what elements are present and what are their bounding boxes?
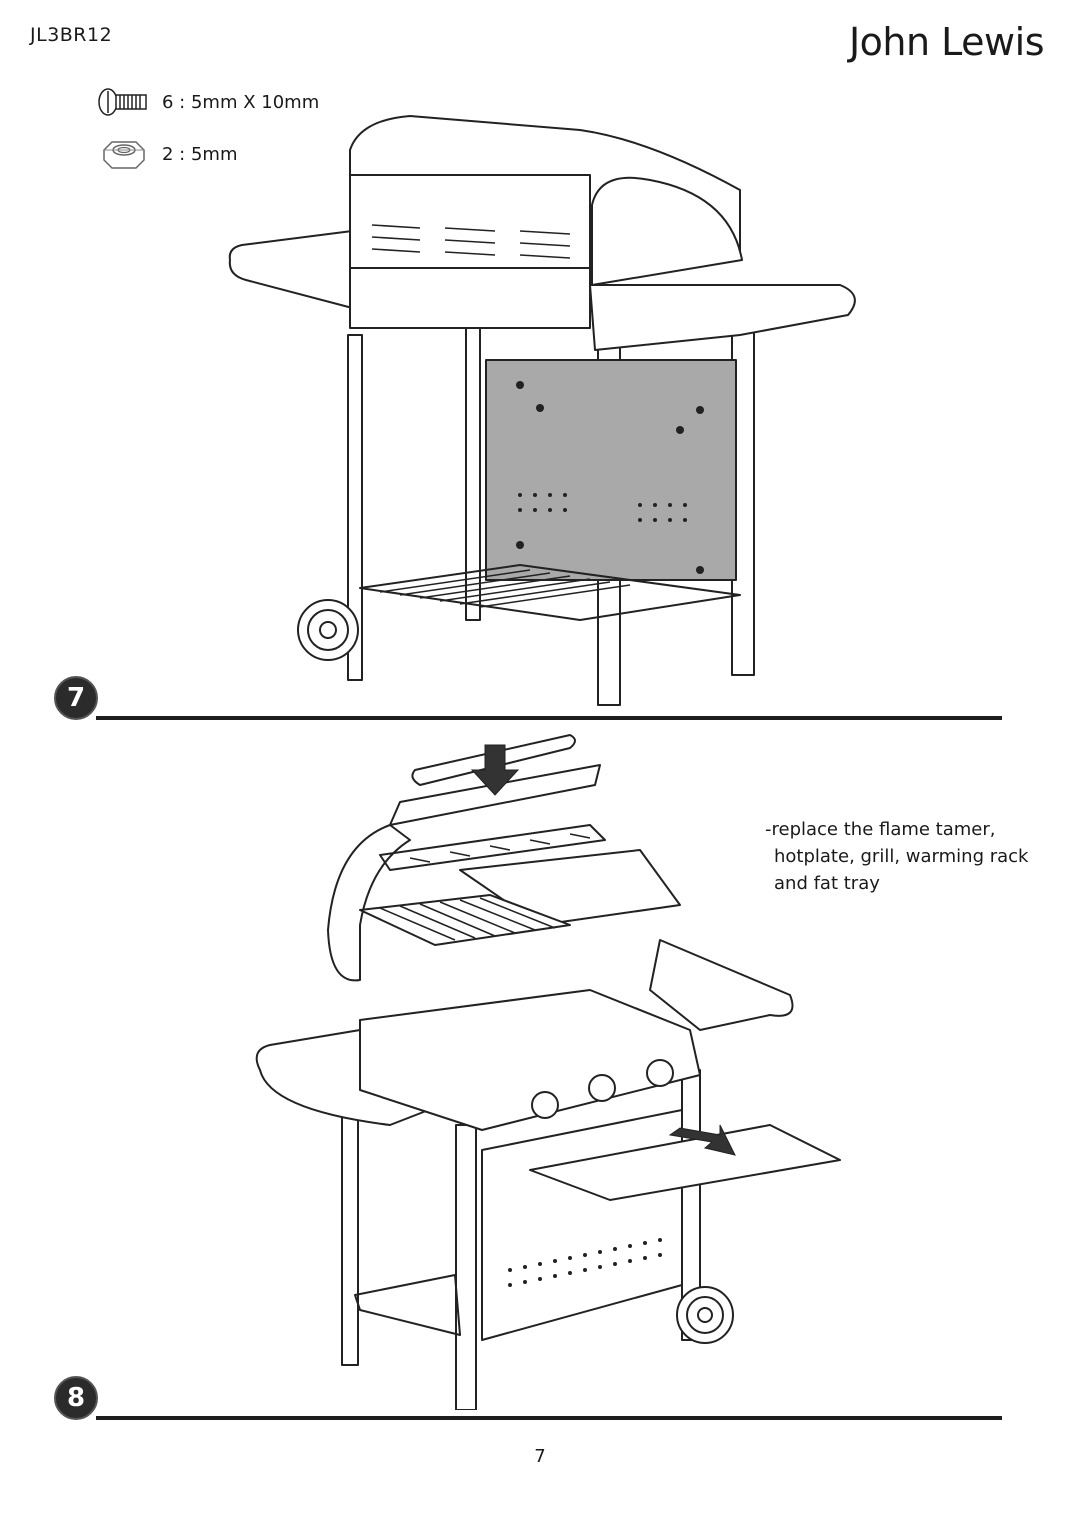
screw-icon (98, 88, 147, 116)
part-label-nut: 2 : 5mm (162, 143, 238, 165)
step-7-divider (96, 716, 1002, 720)
model-code: JL3BR12 (30, 24, 113, 46)
part-label-screw: 6 : 5mm X 10mm (162, 91, 320, 113)
step7-bbq-drawing (228, 115, 856, 706)
parts-list: 6 : 5mm X 10mm 2 : 5mm (96, 76, 319, 180)
left-front-leg (347, 334, 363, 681)
note-line: hotplate, grill, warming rack (774, 846, 1029, 867)
insert-arrow-icon (668, 1124, 736, 1156)
step-8-badge: 8 (54, 1376, 98, 1420)
part-row-nut: 2 : 5mm (96, 128, 319, 180)
step-8-note: -replace the flame tamer, hotplate, gril… (765, 816, 1035, 897)
part-row-screw: 6 : 5mm X 10mm (96, 76, 319, 128)
step-7-badge: 7 (54, 676, 98, 720)
back-panel (485, 359, 737, 581)
page-number: 7 (534, 1446, 546, 1467)
down-arrow-icon (470, 744, 520, 796)
note-line: -replace the flame tamer, (765, 819, 996, 840)
note-line: and fat tray (774, 873, 880, 894)
brand-logo: John Lewis (848, 20, 1045, 64)
nut-icon (103, 141, 145, 169)
step8-bbq-drawing (255, 734, 841, 1410)
step-8-divider (96, 1416, 1002, 1420)
